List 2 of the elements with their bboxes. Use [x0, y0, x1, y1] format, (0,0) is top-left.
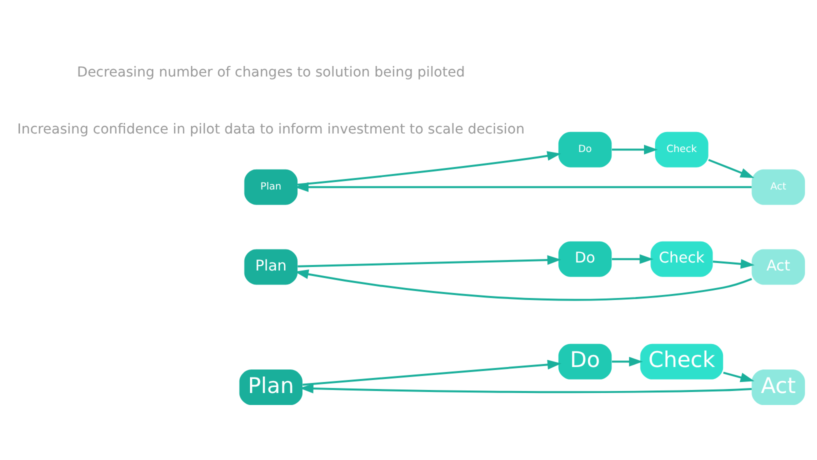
label: Decreasing number of changes to solution being piloted — [76, 64, 465, 80]
label: Increasing confidence in pilot data to inform investment to scale decision — [17, 122, 525, 138]
